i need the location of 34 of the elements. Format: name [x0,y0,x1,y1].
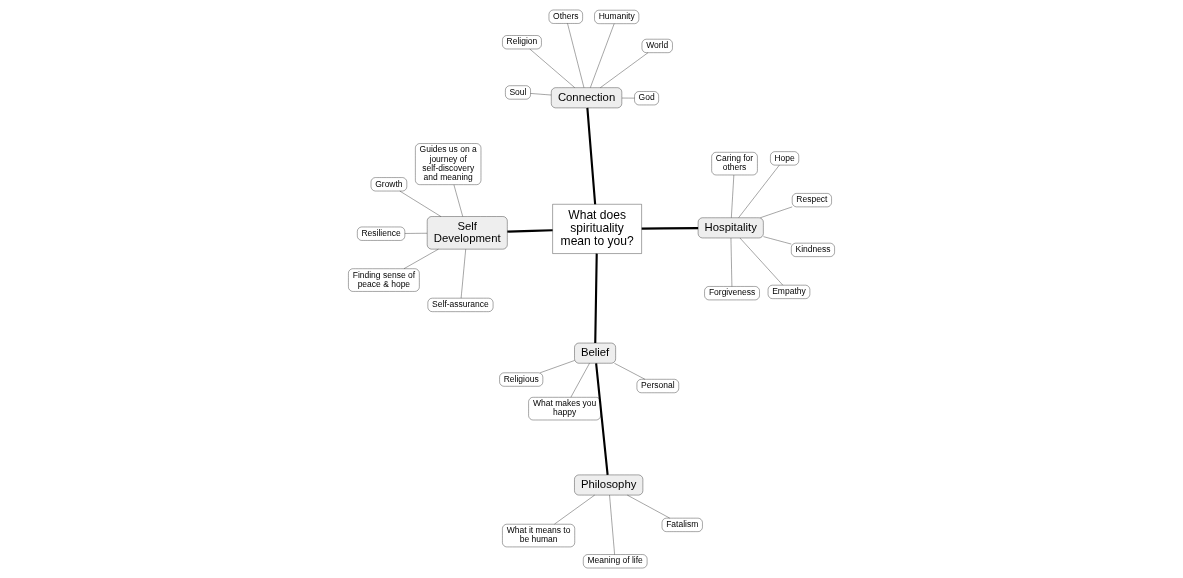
node-box: Growth [370,177,407,192]
node-box: Self Development [427,216,508,250]
node-box: Hospitality [697,217,764,239]
node-box: Humanity [594,10,640,24]
node-box: Religion [502,35,542,50]
node-box: Hope [770,151,799,166]
node-box: What makes you happy [528,397,601,421]
node-box: Empathy [767,285,811,299]
connector [586,107,597,205]
node-box: Religious [499,372,544,387]
connector [507,229,553,233]
node-box: World [641,39,673,53]
connector [594,253,598,343]
node-box: Personal [636,379,679,393]
connector [595,363,609,475]
node-box: Philosophy [574,474,644,496]
node-box: Kindness [791,243,835,257]
node-box: Connection [551,87,622,109]
node-box: Meaning of life [583,554,648,569]
node-box: What it means to be human [502,524,575,548]
node-box: Forgiveness [704,286,760,301]
node-box: Caring for others [711,152,758,176]
node-box: Others [548,9,583,24]
node-box: Belief [574,342,616,364]
node-box: Finding sense of peace & hope [348,268,420,292]
node-box: What does spirituality mean to you? [552,204,642,254]
node-box: Soul [505,85,531,100]
node-box: Self-assurance [427,298,494,312]
node-box: Resilience [357,226,405,241]
node-box: Respect [792,193,832,208]
node-box: Fatalism [661,518,703,532]
node-box: God [634,91,659,106]
node-box: Guides us on a journey of self-discovery and meaning [415,143,482,185]
connector [641,227,699,230]
